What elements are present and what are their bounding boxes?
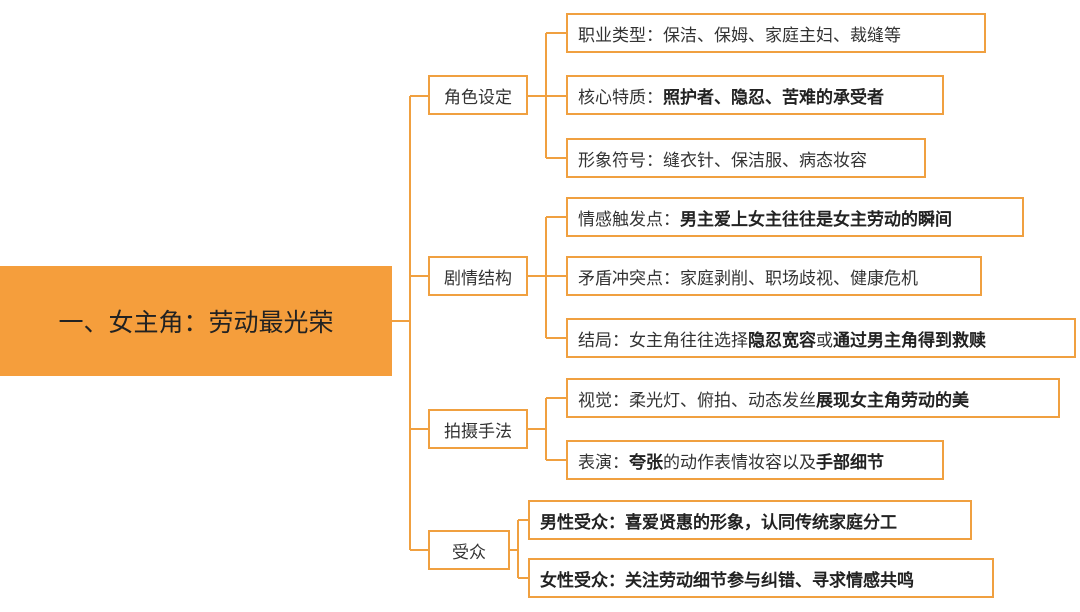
- leaf-conflict-points[interactable]: 矛盾冲突点：家庭剥削、职场歧视、健康危机: [566, 256, 982, 296]
- leaf-ending[interactable]: 结局：女主角往往选择隐忍宽容或通过男主角得到救赎: [566, 318, 1076, 358]
- leaf-text-bold: 手部细节: [816, 452, 884, 473]
- leaf-text-bold: 照护者、隐忍、苦难的承受者: [663, 87, 884, 108]
- leaf-text: 或: [816, 330, 833, 351]
- category-plot-structure[interactable]: 剧情结构: [428, 256, 528, 296]
- leaf-text-bold: 夸张: [629, 452, 663, 473]
- leaf-text-bold: 展现女主角劳动的美: [816, 390, 969, 411]
- leaf-text-bold: 男性受众：喜爱贤惠的形象，认同传统家庭分工: [540, 512, 897, 533]
- leaf-text-bold: 隐忍宽容: [748, 330, 816, 351]
- leaf-visual[interactable]: 视觉：柔光灯、俯拍、动态发丝展现女主角劳动的美: [566, 378, 1060, 418]
- leaf-image-symbols[interactable]: 形象符号：缝衣针、保洁服、病态妆容: [566, 138, 926, 178]
- leaf-text: 视觉：柔光灯、俯拍、动态发丝: [578, 390, 816, 411]
- leaf-text-bold: 男主爱上女主往往是女主劳动的瞬间: [680, 209, 952, 230]
- leaf-performance[interactable]: 表演：夸张的动作表情妆容以及手部细节: [566, 440, 944, 480]
- leaf-text: 结局：女主角往往选择: [578, 330, 748, 351]
- leaf-text-bold: 女性受众：关注劳动细节参与纠错、寻求情感共鸣: [540, 570, 914, 591]
- leaf-occupation-type[interactable]: 职业类型：保洁、保姆、家庭主妇、裁缝等: [566, 13, 986, 53]
- category-role-setting[interactable]: 角色设定: [428, 75, 528, 115]
- leaf-text: 表演：: [578, 452, 629, 473]
- leaf-text-bold: 通过男主角得到救赎: [833, 330, 986, 351]
- leaf-core-traits[interactable]: 核心特质：照护者、隐忍、苦难的承受者: [566, 75, 944, 115]
- leaf-emotional-trigger[interactable]: 情感触发点：男主爱上女主往往是女主劳动的瞬间: [566, 197, 1024, 237]
- leaf-text: 形象符号：缝衣针、保洁服、病态妆容: [578, 150, 867, 171]
- leaf-male-audience[interactable]: 男性受众：喜爱贤惠的形象，认同传统家庭分工: [528, 500, 972, 540]
- leaf-text: 矛盾冲突点：家庭剥削、职场歧视、健康危机: [578, 268, 918, 289]
- leaf-text: 核心特质：: [578, 87, 663, 108]
- leaf-text: 职业类型：保洁、保姆、家庭主妇、裁缝等: [578, 25, 901, 46]
- leaf-female-audience[interactable]: 女性受众：关注劳动细节参与纠错、寻求情感共鸣: [528, 558, 994, 598]
- leaf-text: 的动作表情妆容以及: [663, 452, 816, 473]
- leaf-text: 情感触发点：: [578, 209, 680, 230]
- category-shooting-technique[interactable]: 拍摄手法: [428, 409, 528, 449]
- category-audience[interactable]: 受众: [428, 530, 510, 570]
- root-topic[interactable]: 一、女主角：劳动最光荣: [0, 266, 392, 376]
